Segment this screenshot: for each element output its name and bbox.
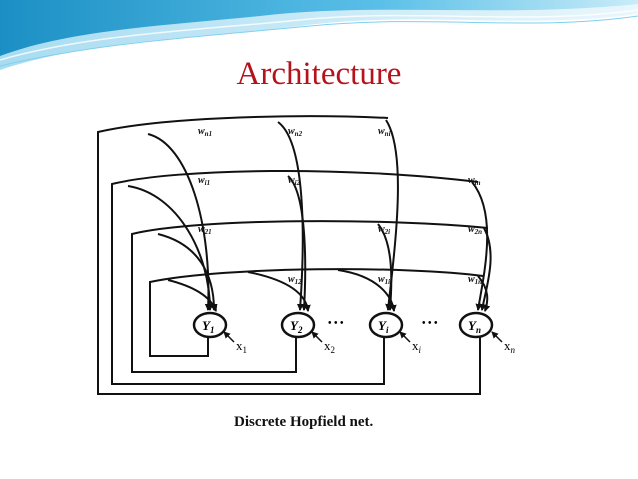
slide-title: Architecture — [236, 56, 402, 92]
edge-w1i — [337, 269, 397, 312]
edge-wn2 — [277, 121, 304, 311]
weight-w1i: w1i — [378, 274, 390, 286]
weight-wi2: wi2 — [288, 175, 301, 187]
weight-wn1: wn1 — [198, 126, 212, 138]
figure-caption: Discrete Hopfield net. — [234, 414, 374, 430]
node-yn: Yn — [458, 311, 494, 339]
ellipsis-1: • • • — [328, 318, 344, 329]
edge-w21 — [157, 233, 218, 311]
input-label-xi: xi — [412, 338, 422, 355]
svg-text:Y1: Y1 — [202, 318, 214, 335]
edge-w2n — [479, 227, 492, 311]
weight-win: win — [468, 175, 481, 187]
input-label-xn: xn — [504, 338, 516, 355]
svg-text:Y2: Y2 — [290, 318, 303, 335]
weight-w21: w21 — [198, 224, 212, 236]
edge-wn1 — [147, 133, 212, 311]
edge-wi1 — [127, 185, 214, 311]
input-arrow-xi — [399, 331, 411, 343]
feedback-loop-yi — [111, 169, 479, 385]
edge-w12 — [247, 271, 311, 312]
ellipsis-2: • • • — [422, 318, 438, 329]
input-arrow-xn — [491, 331, 503, 343]
input-label-x2: x2 — [324, 338, 335, 355]
input-arrow-x2 — [311, 331, 323, 343]
hopfield-net-diagram: Y1 Y2 Yi Yn • • • • • • x1 x2 xi xn wn1 … — [97, 115, 516, 395]
weight-wn2: wn2 — [288, 126, 303, 138]
svg-text:Yi: Yi — [378, 318, 389, 335]
input-arrow-x1 — [223, 331, 235, 343]
edge-wi2 — [287, 175, 308, 311]
input-label-x1: x1 — [236, 338, 247, 355]
header-banner — [0, 0, 638, 70]
svg-text:Yn: Yn — [468, 318, 481, 335]
feedback-loop-yn — [97, 115, 481, 395]
feedback-loop-y1 — [149, 268, 484, 357]
node-y2: Y2 — [280, 311, 316, 339]
edge-w1n — [477, 275, 491, 312]
edge-wbase1 — [167, 279, 218, 312]
edge-win — [471, 181, 489, 311]
feedback-loop-y2 — [131, 220, 489, 373]
weight-w1n: w1n — [468, 274, 482, 286]
weight-wni: wni — [378, 126, 391, 138]
node-y1: Y1 — [192, 311, 228, 339]
weight-w12: w12 — [288, 274, 302, 286]
weight-w2i: w2i — [378, 224, 390, 236]
node-yi: Yi — [368, 311, 404, 339]
weight-w2n: w2n — [468, 224, 482, 236]
weight-wi1: wi1 — [198, 175, 210, 187]
